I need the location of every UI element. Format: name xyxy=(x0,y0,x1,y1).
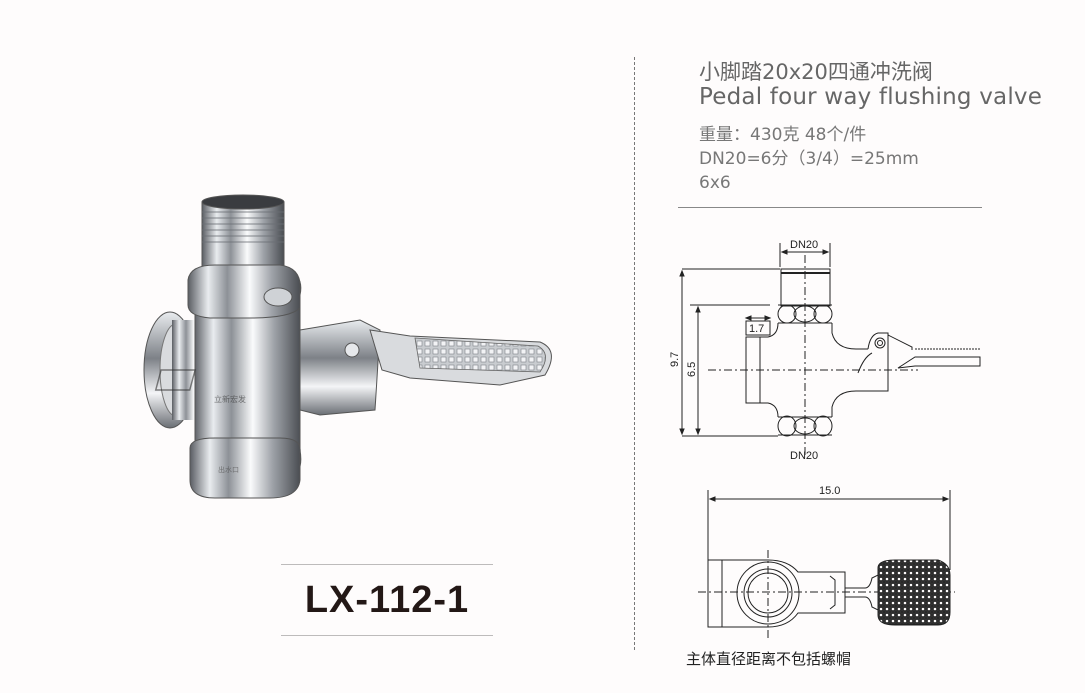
dim-body-height: 6.5 xyxy=(686,362,698,377)
product-photo: 立新宏发 出水口 xyxy=(120,180,570,520)
section-divider xyxy=(634,57,635,650)
svg-text:立新宏发: 立新宏发 xyxy=(214,394,246,404)
dim-side-offset: 1.7 xyxy=(749,323,764,335)
valve-photo-illustration: 立新宏发 出水口 xyxy=(143,194,552,499)
product-title-cn: 小脚踏20x20四通冲洗阀 xyxy=(699,60,933,84)
dim-top-port: DN20 xyxy=(790,239,818,251)
dim-overall-length: 15.0 xyxy=(819,485,840,497)
dim-bottom-port: DN20 xyxy=(790,450,818,462)
brand-logo-icon: 立新宏发 xyxy=(154,369,246,404)
product-title-en: Pedal four way flushing valve xyxy=(699,84,1043,110)
spec-weight: 重量：430克 48个/件 xyxy=(699,125,867,145)
top-view-drawing: 15.0 xyxy=(680,480,980,650)
spec-thread: 6x6 xyxy=(699,173,731,193)
model-rule-top xyxy=(281,564,493,565)
side-view-drawing: DN20 1.7 9.7 xyxy=(660,225,1000,470)
dim-overall-height: 9.7 xyxy=(669,352,681,367)
svg-text:出水口: 出水口 xyxy=(218,465,239,474)
model-code: LX-112-1 xyxy=(304,579,470,621)
model-rule-bottom xyxy=(281,635,493,636)
spec-size: DN20=6分（3/4）=25mm xyxy=(699,149,919,169)
drawing-note: 主体直径距离不包括螺帽 xyxy=(686,650,852,668)
spec-rule xyxy=(678,207,982,208)
